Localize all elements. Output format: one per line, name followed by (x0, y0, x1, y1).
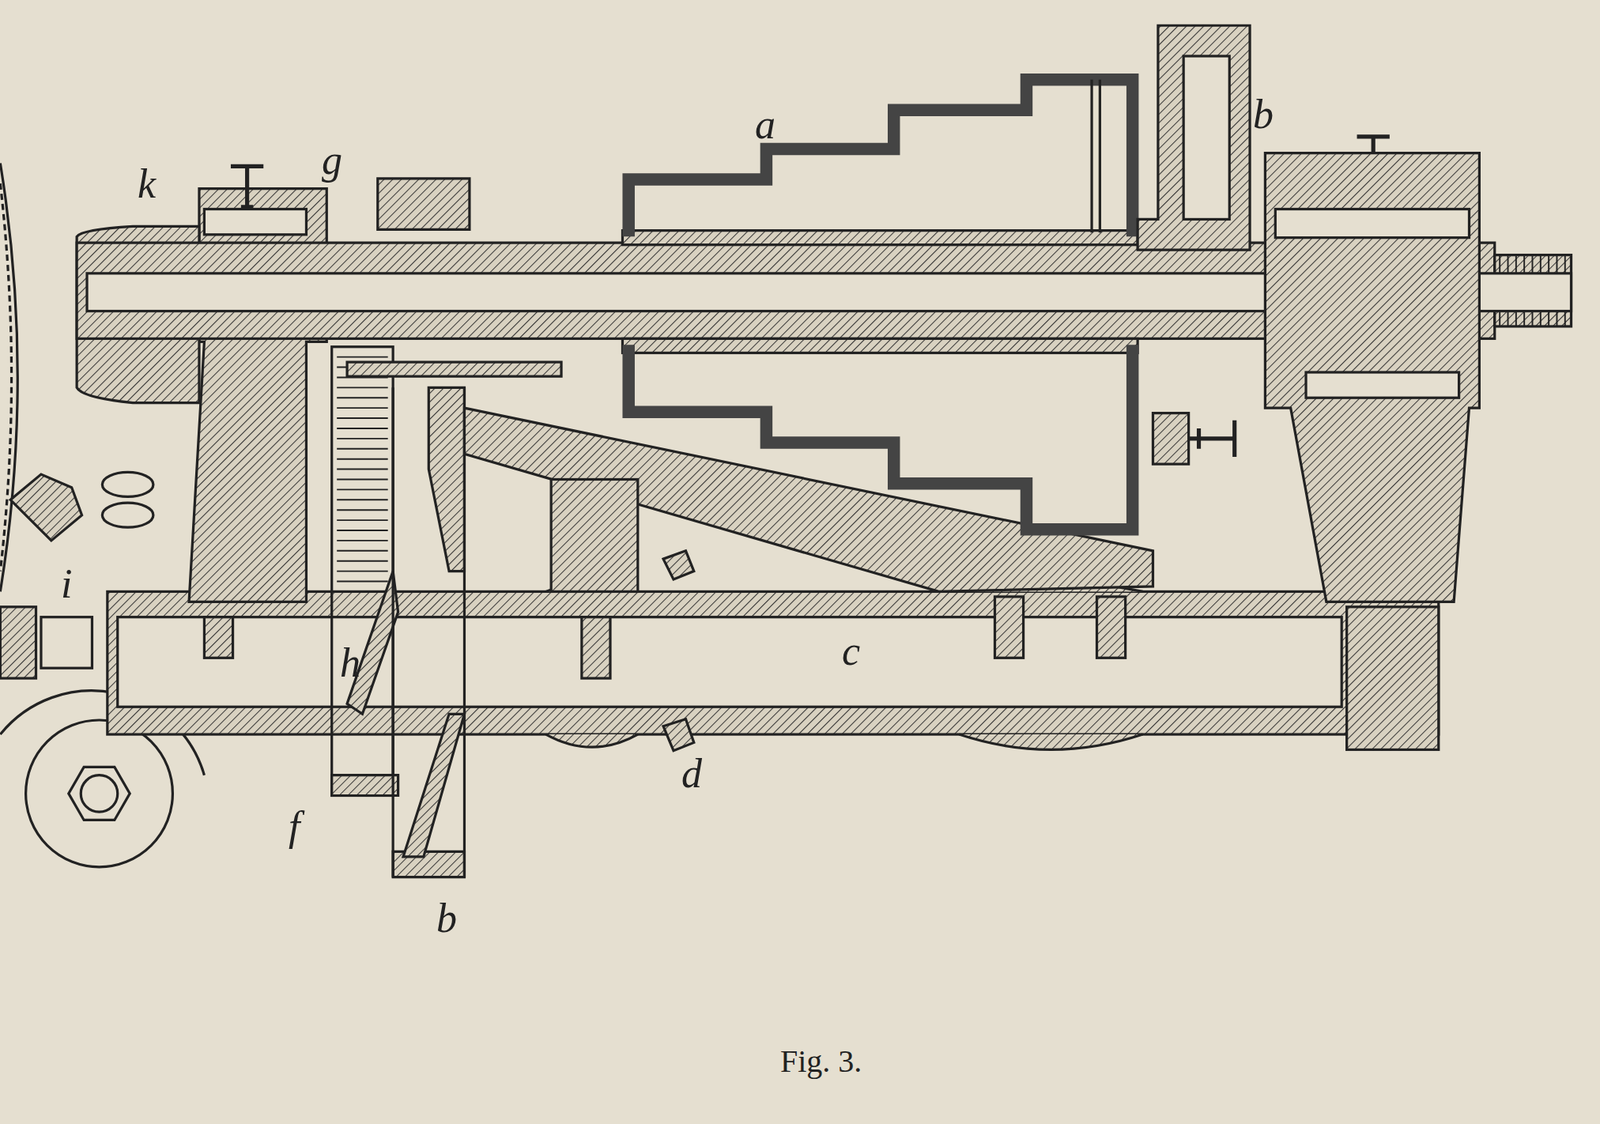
part-letter: k (137, 163, 156, 205)
part-letter: i (60, 563, 72, 605)
part-letter: b (1252, 94, 1274, 136)
part-letter: c (841, 630, 861, 672)
part-letter: b (436, 898, 457, 940)
part-letter: g (321, 139, 343, 182)
part-letter: a (754, 104, 776, 146)
part-letter: f (288, 806, 300, 848)
part-letter: d (681, 753, 702, 795)
figure-caption: Fig. 3. (780, 1045, 862, 1078)
part-letter: h (339, 642, 361, 684)
